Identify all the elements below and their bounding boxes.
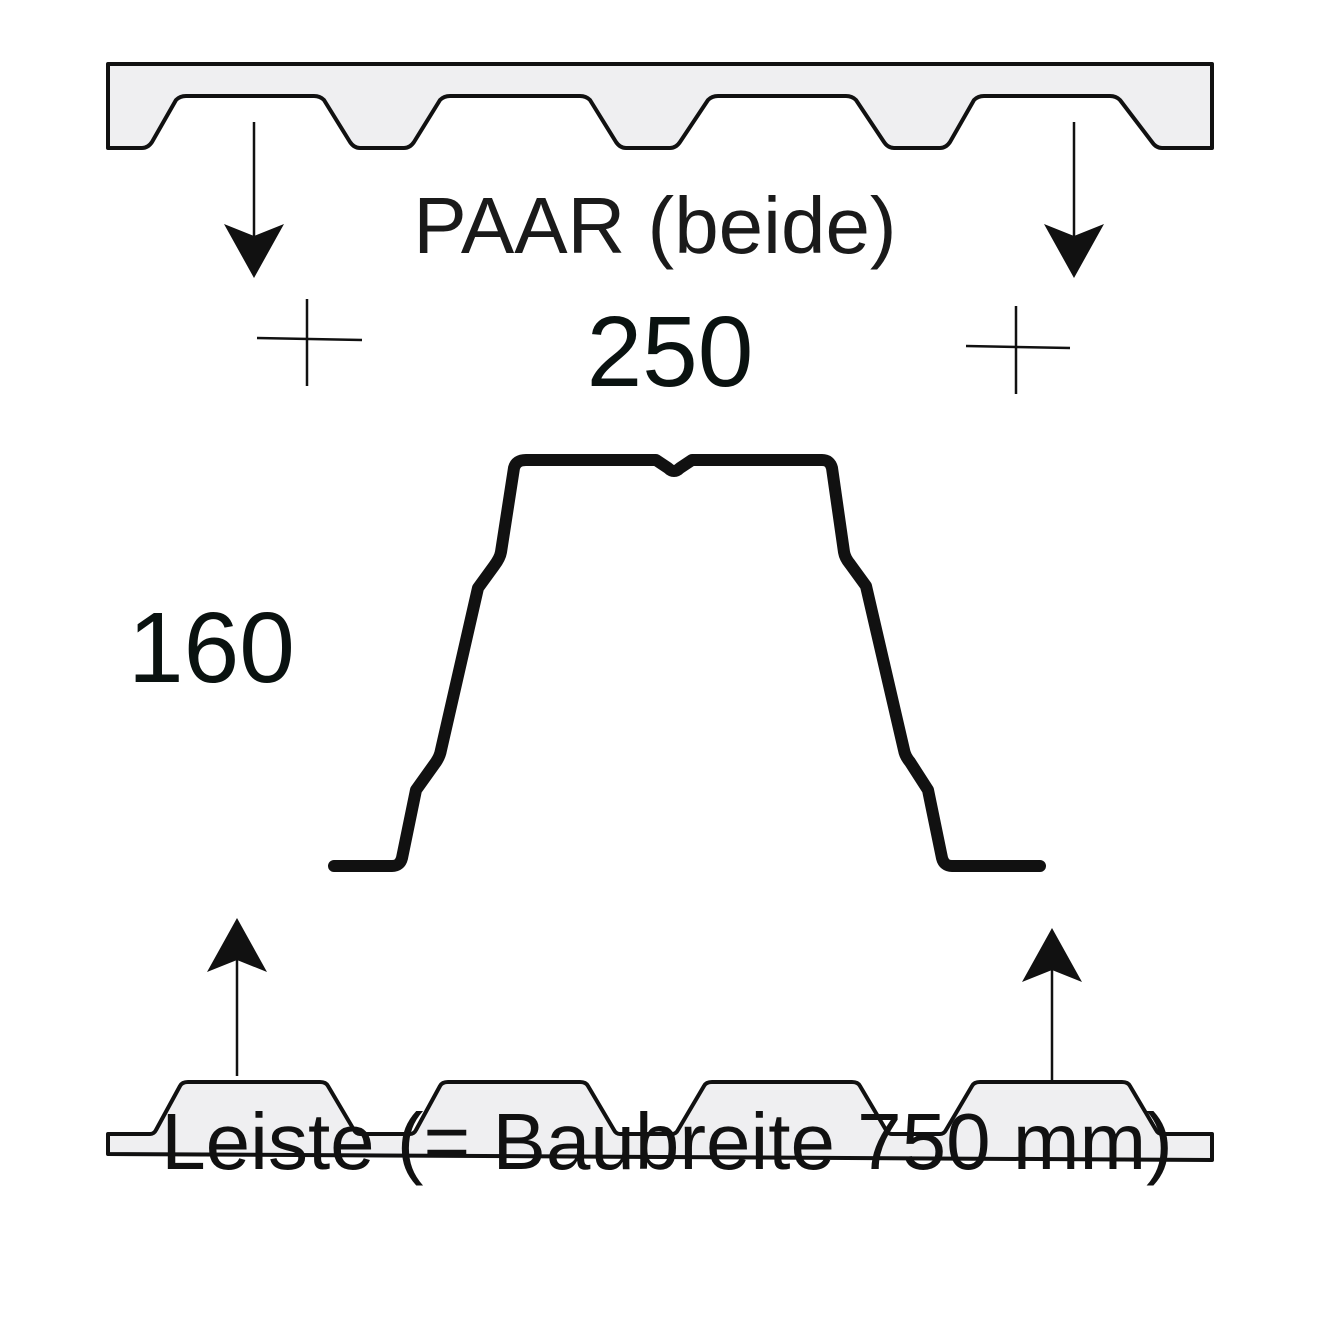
crosshair-right-icon	[965, 306, 1071, 394]
profile-cross-section	[328, 454, 1046, 872]
profile-height-label: 160	[128, 592, 295, 704]
title-label: PAAR (beide)	[413, 181, 897, 270]
arrow-up-right	[1022, 928, 1082, 1082]
profile-width-label: 250	[586, 296, 754, 408]
arrow-up-left	[207, 918, 267, 1076]
top-sheet	[106, 62, 1214, 150]
footer-caption: Leiste (= Baubreite 750 mm)	[161, 1097, 1173, 1186]
arrow-down-right	[1044, 122, 1104, 278]
bottom-sheet	[106, 1080, 1214, 1162]
crosshair-left-icon	[256, 299, 363, 386]
arrow-down-left	[224, 122, 284, 278]
